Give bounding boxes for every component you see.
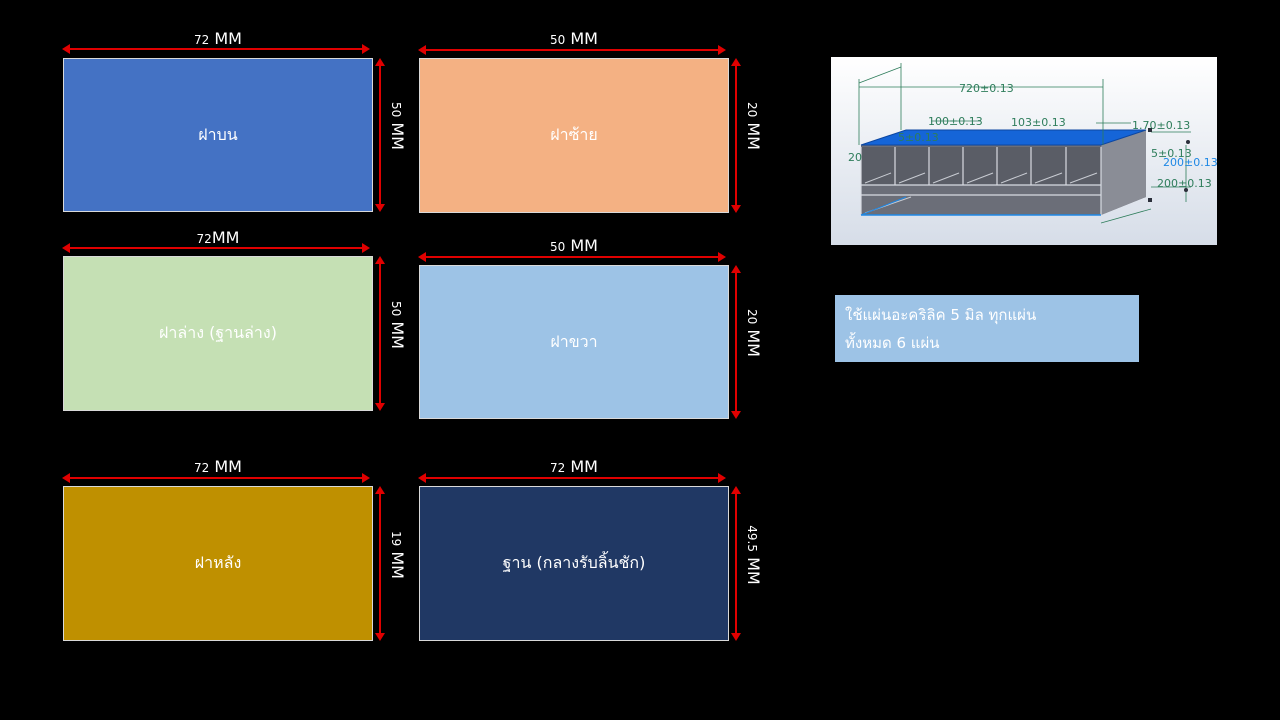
- cad-dim: 5±0.13: [898, 131, 939, 144]
- height-num: 50: [389, 102, 403, 118]
- cad-dim: 5±0.13: [1151, 147, 1192, 160]
- height-arrow-base: [730, 486, 742, 641]
- panel-label: ฝาขวา: [550, 331, 598, 351]
- cad-dim: 100±0.13: [928, 115, 983, 128]
- cad-dim: 20: [848, 151, 862, 164]
- width-unit: MM: [570, 457, 598, 476]
- height-num: 19: [389, 531, 403, 547]
- panel-left: ฝาซ้าย: [419, 58, 729, 213]
- cad-dim: 103±0.13: [1011, 116, 1066, 129]
- width-unit: MM: [211, 228, 240, 247]
- panel-base: ฐาน (กลางรับลิ้นชัก): [419, 486, 729, 641]
- panel-right: ฝาขวา: [419, 265, 729, 419]
- height-arrow-left: [730, 58, 742, 213]
- panel-label: ฝาบน: [198, 124, 238, 144]
- cad-dim: 720±0.13: [959, 82, 1014, 95]
- width-num: 50: [550, 240, 566, 254]
- panel-label: ฐาน (กลางรับลิ้นชัก): [502, 553, 646, 572]
- panel-bottom: ฝาล่าง (ฐานล่าง): [63, 256, 373, 411]
- height-unit: MM: [388, 122, 407, 150]
- cad-drawing: 720±0.13 100±0.13 103±0.13 1.70±0.13 5±0…: [831, 57, 1218, 245]
- width-arrow-base: [418, 471, 726, 485]
- panel-back: ฝาหลัง: [63, 486, 373, 641]
- width-label-back: 72 MM: [63, 459, 373, 475]
- height-num: 49.5: [745, 525, 759, 552]
- height-num: 20: [745, 102, 759, 118]
- height-num: 20: [745, 309, 759, 325]
- height-label-bottom: 50 MM: [388, 295, 407, 355]
- height-arrow-bottom: [374, 256, 386, 411]
- width-num: 72: [194, 33, 210, 47]
- height-unit: MM: [744, 329, 763, 357]
- height-unit: MM: [388, 551, 407, 579]
- height-label-top: 50 MM: [388, 96, 407, 156]
- width-arrow-back: [62, 471, 370, 485]
- cad-dim: 200±0.13: [1157, 177, 1212, 190]
- width-arrow-left: [418, 43, 726, 57]
- width-label-base: 72 MM: [419, 459, 729, 475]
- cad-dim: 1.70±0.13: [1132, 119, 1190, 132]
- panel-top: ฝาบน: [63, 58, 373, 212]
- width-arrow-top: [62, 42, 370, 56]
- width-label-left: 50 MM: [419, 31, 729, 47]
- width-arrow-right: [418, 250, 726, 264]
- height-label-left: 20 MM: [744, 96, 763, 156]
- height-label-back: 19 MM: [388, 525, 407, 585]
- width-num: 72: [196, 232, 212, 246]
- note-line-1: ใช้แผ่นอะคริลิค 5 มิล ทุกแผ่น: [845, 306, 1037, 324]
- width-num: 72: [550, 461, 566, 475]
- panel-label: ฝาล่าง (ฐานล่าง): [159, 323, 277, 342]
- height-unit: MM: [744, 557, 763, 585]
- width-arrow-bottom: [62, 241, 370, 255]
- height-arrow-top: [374, 58, 386, 212]
- panel-label: ฝาซ้าย: [550, 125, 598, 144]
- height-label-right: 20 MM: [744, 303, 763, 363]
- material-note: ใช้แผ่นอะคริลิค 5 มิล ทุกแผ่น ทั้งหมด 6 …: [835, 295, 1139, 362]
- height-arrow-back: [374, 486, 386, 641]
- width-unit: MM: [570, 29, 598, 48]
- width-label-right: 50 MM: [419, 238, 729, 254]
- height-unit: MM: [744, 122, 763, 150]
- note-line-2: ทั้งหมด 6 แผ่น: [845, 334, 940, 352]
- width-num: 72: [194, 461, 210, 475]
- height-num: 50: [389, 301, 403, 317]
- height-unit: MM: [388, 321, 407, 349]
- width-unit: MM: [214, 457, 242, 476]
- panel-label: ฝาหลัง: [194, 553, 242, 572]
- width-unit: MM: [570, 236, 598, 255]
- width-label-bottom: 72MM: [63, 230, 373, 246]
- height-label-base: 49.5 MM: [744, 525, 763, 585]
- width-unit: MM: [214, 29, 242, 48]
- width-num: 50: [550, 33, 566, 47]
- width-label-top: 72 MM: [63, 31, 373, 47]
- cad-dim: 200±0.13: [1163, 156, 1217, 169]
- height-arrow-right: [730, 265, 742, 419]
